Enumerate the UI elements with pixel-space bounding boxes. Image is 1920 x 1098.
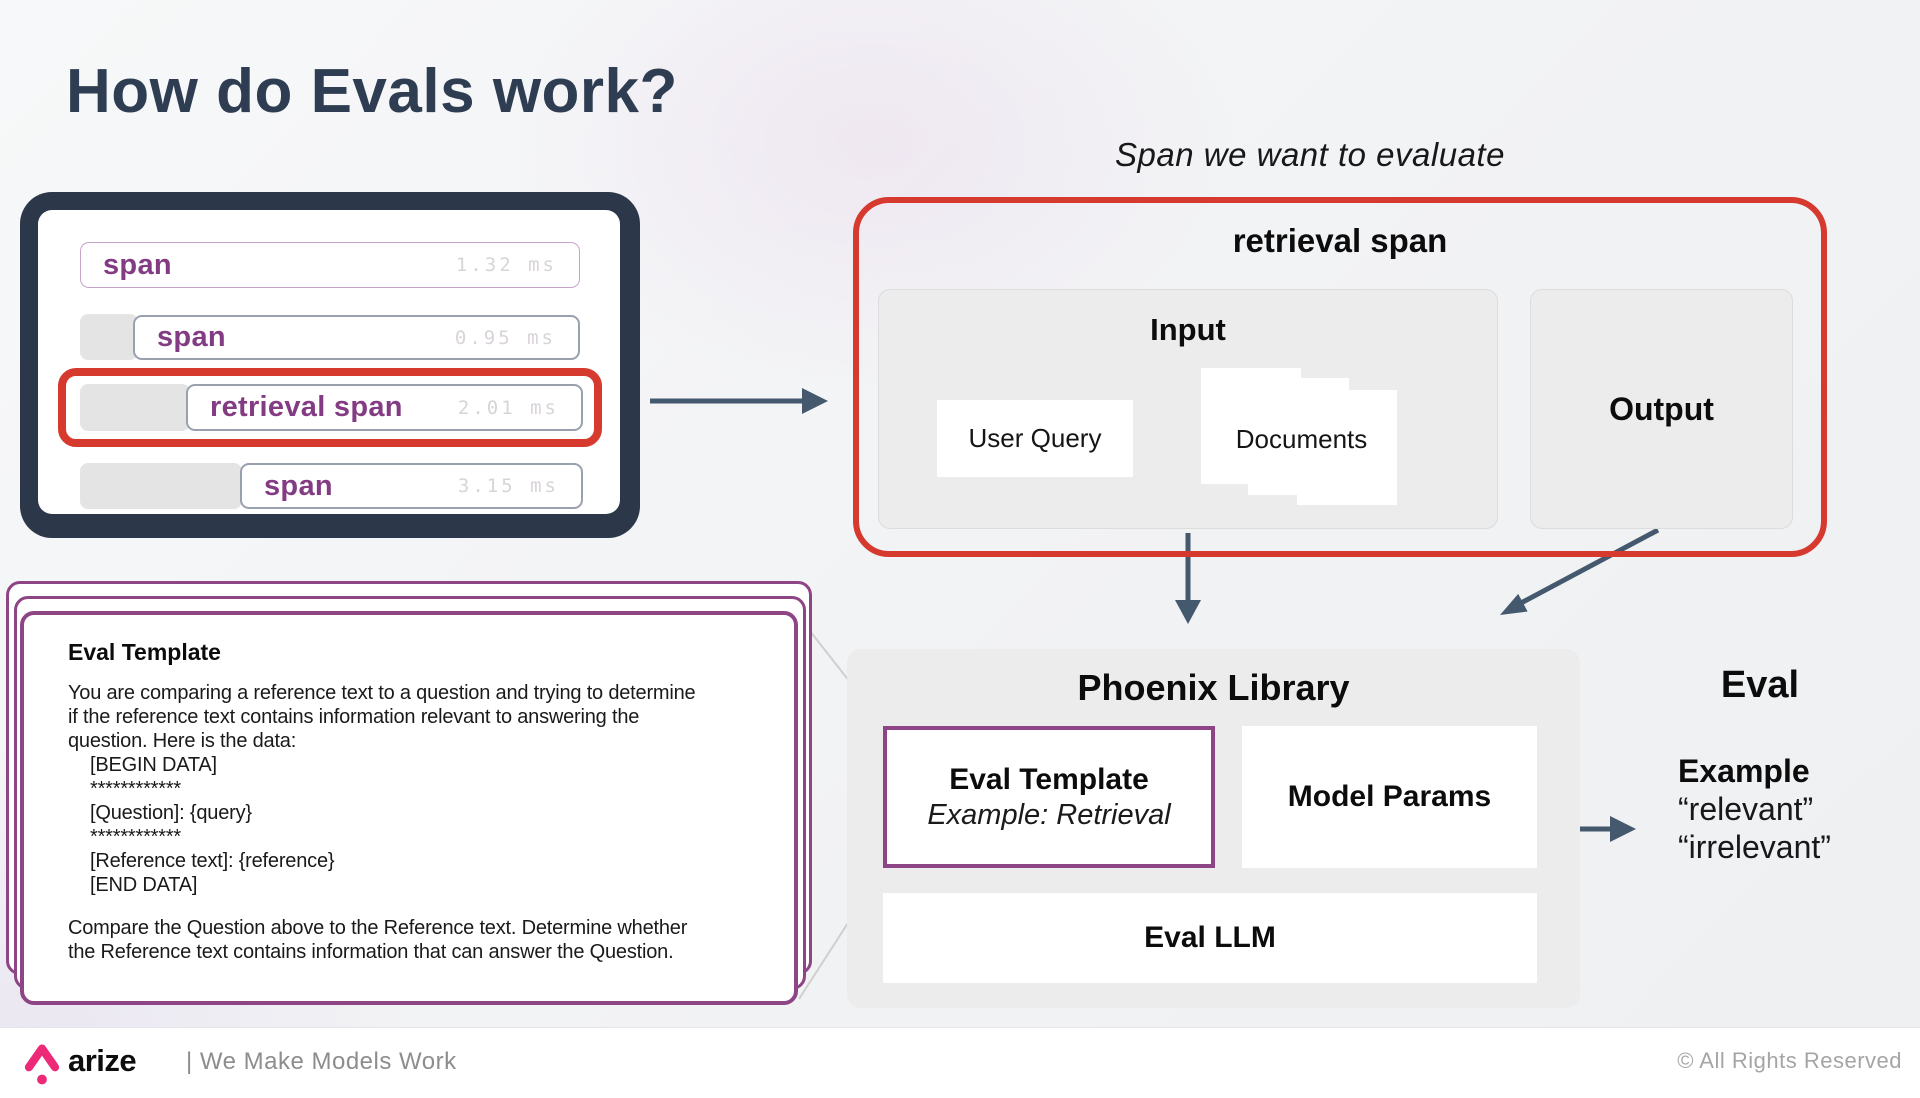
trace-span-row: span 0.95 ms xyxy=(133,315,580,360)
eval-template-box-title: Eval Template xyxy=(949,762,1149,796)
prompt-line: Compare the Question above to the Refere… xyxy=(68,917,688,939)
span-duration: 3.15 ms xyxy=(457,475,559,497)
prompt-line: ************ xyxy=(90,826,181,848)
footer-copyright: © All Rights Reserved xyxy=(1677,1048,1902,1073)
eval-example-value: “relevant” xyxy=(1678,791,1814,827)
footer-tagline: | We Make Models Work xyxy=(186,1048,457,1075)
prompt-line: the Reference text contains information … xyxy=(68,941,674,963)
documents-label: Documents xyxy=(1235,424,1368,454)
prompt-line: [Question]: {query} xyxy=(90,802,252,824)
span-label: retrieval span xyxy=(210,391,403,423)
eval-template-card-title: Eval Template xyxy=(68,639,221,665)
prompt-line: if the reference text contains informati… xyxy=(68,706,640,728)
prompt-line: [END DATA] xyxy=(90,874,198,896)
eval-title: Eval xyxy=(1720,664,1800,706)
span-duration: 1.32 ms xyxy=(455,254,557,276)
span-indent xyxy=(80,463,242,509)
footer: arize | We Make Models Work © All Rights… xyxy=(0,1027,1920,1098)
user-query-box: User Query xyxy=(937,400,1133,477)
eval-template-card-stack: Eval Template You are comparing a refere… xyxy=(6,581,812,1005)
eval-template-box-subtitle: Example: Retrieval xyxy=(927,798,1171,831)
span-label: span xyxy=(103,248,172,281)
model-params-box: Model Params xyxy=(1242,726,1537,868)
document-page-icon xyxy=(1297,390,1397,505)
prompt-line: [BEGIN DATA] xyxy=(90,754,217,776)
prompt-line: ************ xyxy=(90,778,181,800)
eval-example-value: “irrelevant” xyxy=(1678,829,1831,865)
eval-example-block: Example “relevant” “irrelevant” xyxy=(1678,752,1831,866)
eval-template-box: Eval Template Example: Retrieval xyxy=(883,726,1215,868)
page-title: How do Evals work? xyxy=(66,57,678,126)
eval-llm-box: Eval LLM xyxy=(883,893,1537,983)
span-duration: 0.95 ms xyxy=(454,326,556,349)
input-panel: Input User Query Documents xyxy=(878,289,1498,529)
span-annotation: Span we want to evaluate xyxy=(1115,136,1505,173)
span-duration: 2.01 ms xyxy=(457,396,559,419)
prompt-line: question. Here is the data: xyxy=(68,730,297,752)
eval-template-card: Eval Template You are comparing a refere… xyxy=(20,611,798,1005)
output-title: Output xyxy=(1609,390,1714,427)
trace-span-row-highlighted: retrieval span 2.01 ms xyxy=(186,384,583,431)
phoenix-library-title: Phoenix Library xyxy=(1077,667,1350,708)
output-panel: Output xyxy=(1530,289,1793,529)
brand-wordmark: arize xyxy=(68,1043,137,1078)
eval-example-label: Example xyxy=(1678,753,1810,789)
span-indent xyxy=(80,314,138,360)
prompt-line: You are comparing a reference text to a … xyxy=(68,682,696,704)
prompt-line: [Reference text]: {reference} xyxy=(90,850,335,872)
span-indent xyxy=(80,384,190,431)
span-label: span xyxy=(264,469,333,502)
trace-span-row: span 1.32 ms xyxy=(80,242,580,288)
retrieval-span-highlight-ring xyxy=(58,368,602,447)
span-label: span xyxy=(157,321,226,353)
arize-logo-icon xyxy=(24,1044,60,1085)
trace-to-span-arrow xyxy=(650,388,828,414)
input-title: Input xyxy=(1150,312,1226,347)
trace-span-row: span 3.15 ms xyxy=(240,463,583,509)
retrieval-span-title: retrieval span xyxy=(1232,222,1448,259)
retrieval-span-frame xyxy=(853,197,1827,557)
phoenix-library-panel: Phoenix Library Eval Template Example: R… xyxy=(847,649,1580,1008)
